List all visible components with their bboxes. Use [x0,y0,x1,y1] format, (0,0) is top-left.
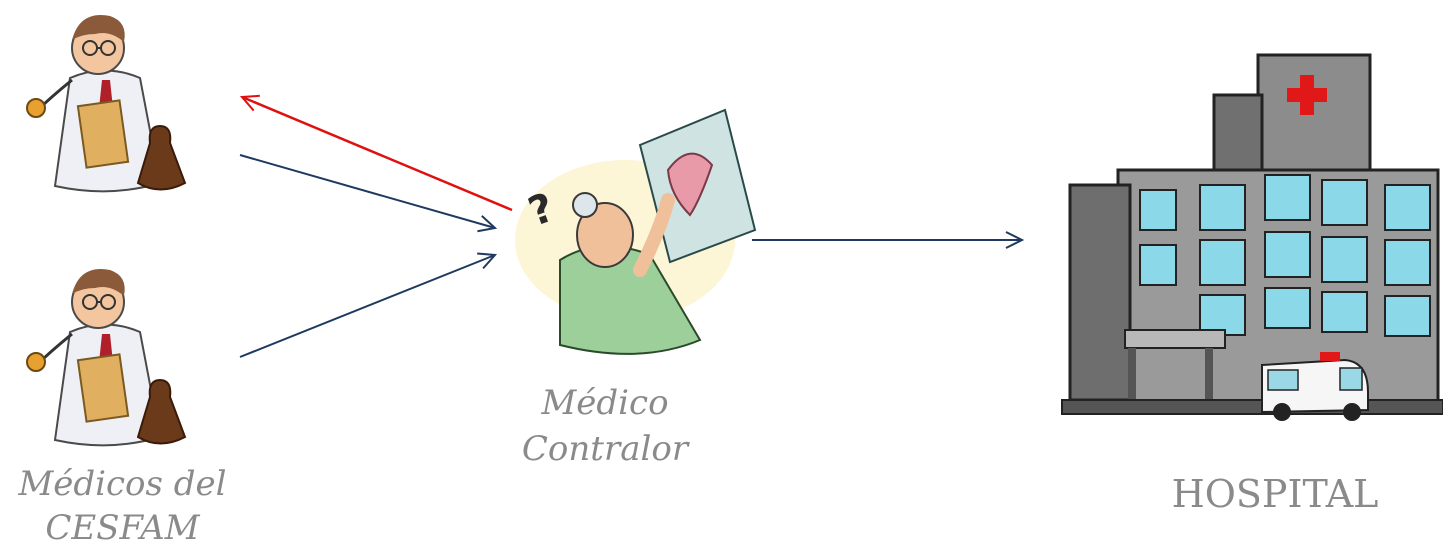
label-medico-contralor-line2: Contralor [521,429,689,469]
label-medicos-cesfam: Médicos del CESFAM [0,462,245,550]
label-medicos-cesfam-line1: Médicos del [18,464,227,504]
ambulance-figure [1261,352,1369,421]
arrow-doctor-bottom-to-contralor [239,255,495,358]
label-hospital: HOSPITAL [1171,472,1379,516]
label-medico-contralor: Médico Contralor [505,380,705,472]
doctor-top-figure [26,15,187,193]
doctor-bottom-figure [26,269,187,447]
label-medico-contralor-line1: Médico [541,383,669,423]
hospital-building-figure [1061,53,1443,415]
arrow-doctor-top-to-contralor [239,154,495,228]
label-medicos-cesfam-line2: CESFAM [45,508,200,548]
controller-doctor-figure: ? [515,108,757,355]
arrow-contralor-to-doctor-top [242,97,513,212]
